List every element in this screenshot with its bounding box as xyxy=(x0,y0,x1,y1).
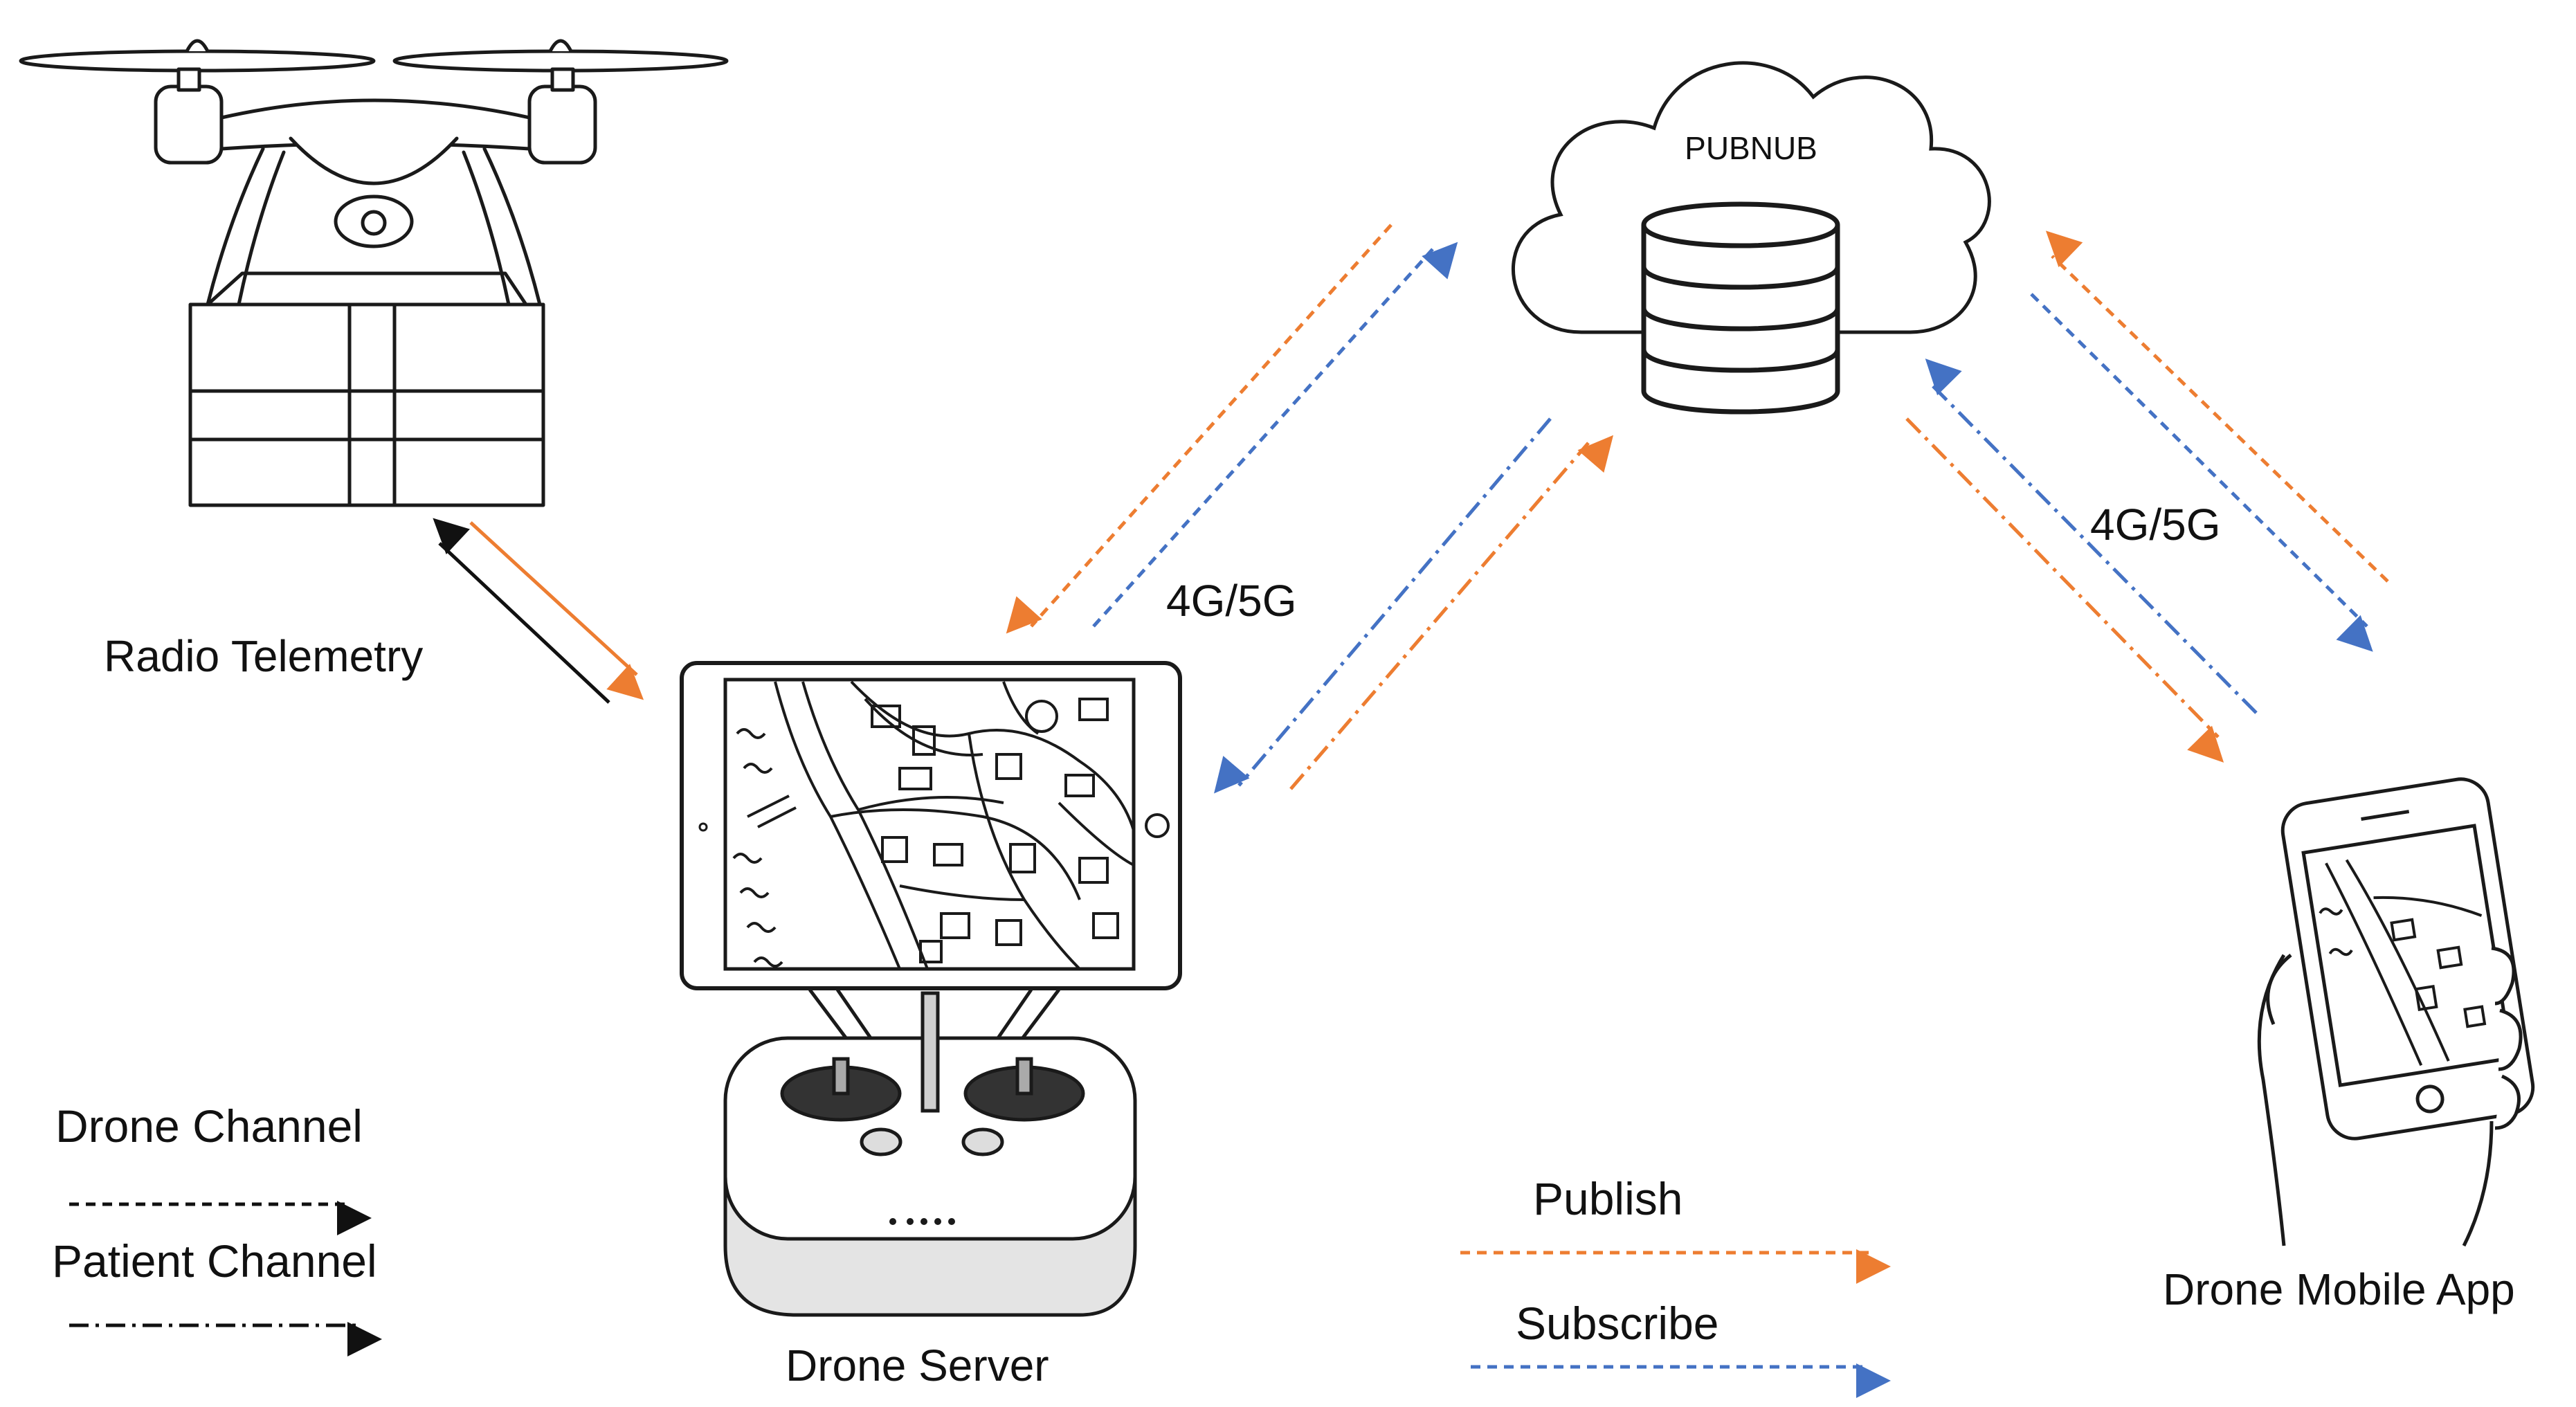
tablet-map-icon xyxy=(680,661,1182,990)
app-drone-publish-arrow xyxy=(2045,230,2389,583)
radio-uplink-arrow xyxy=(433,518,610,704)
drone-mobile-app-label: Drone Mobile App xyxy=(2163,1264,2515,1314)
drone-icon xyxy=(19,39,729,507)
server-patient-publish-arrow xyxy=(1289,435,1614,790)
app-patient-subscribe-arrow xyxy=(1905,417,2224,763)
network-left-label: 4G/5G xyxy=(1166,576,1297,626)
legend-publish-label: Publish xyxy=(1533,1173,1682,1224)
cloud-database-icon xyxy=(1511,61,1991,415)
radio-telemetry-label: Radio Telemetry xyxy=(104,631,423,681)
smartphone-icon xyxy=(2257,777,2535,1247)
app-drone-subscribe-arrow xyxy=(2030,293,2373,652)
network-right-label: 4G/5G xyxy=(2090,500,2221,550)
legend-subscribe-label: Subscribe xyxy=(1516,1298,1719,1349)
legend-patient-channel-label: Patient Channel xyxy=(52,1235,377,1287)
server-patient-subscribe-arrow xyxy=(1214,417,1552,794)
drone-server-label: Drone Server xyxy=(786,1341,1049,1390)
cloud-name-label: PUBNUB xyxy=(1685,130,1817,166)
legend-drone-channel-label: Drone Channel xyxy=(55,1100,363,1152)
radio-downlink-arrow xyxy=(469,521,644,700)
server-drone-subscribe-arrow xyxy=(1092,242,1458,628)
app-patient-publish-arrow xyxy=(1925,358,2258,714)
remote-controller-icon xyxy=(723,988,1137,1317)
server-drone-publish-arrow xyxy=(1006,224,1393,634)
